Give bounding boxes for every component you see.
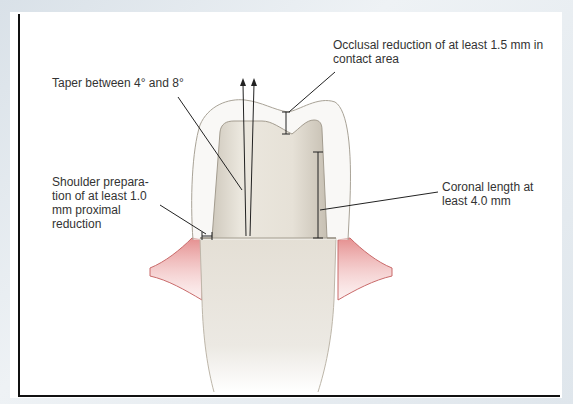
coronal-length-dimension [313, 152, 323, 238]
leader-line [289, 72, 335, 112]
leader-line [178, 97, 242, 190]
taper-lines [243, 84, 254, 236]
occlusal-dimension [282, 112, 290, 134]
crown-outline [192, 100, 351, 240]
coronal-label: Coronal length at least 4.0 mm [442, 180, 560, 208]
shoulder-dimension [202, 232, 212, 240]
taper-arrowheads [240, 78, 257, 86]
panel [10, 12, 562, 398]
tooth-root [200, 238, 336, 392]
occlusal-label: Occlusal reduction of at least 1.5 mm in… [333, 38, 559, 66]
prepared-stump [212, 120, 327, 238]
gum-left [150, 238, 202, 300]
taper-label: Taper between 4° and 8° [52, 76, 184, 90]
leader-line [320, 192, 438, 210]
panel-border [19, 14, 560, 396]
gum-right [338, 238, 392, 300]
leader-line [160, 205, 206, 234]
shoulder-label: Shoulder prepara- tion of at least 1.0 m… [52, 175, 156, 231]
